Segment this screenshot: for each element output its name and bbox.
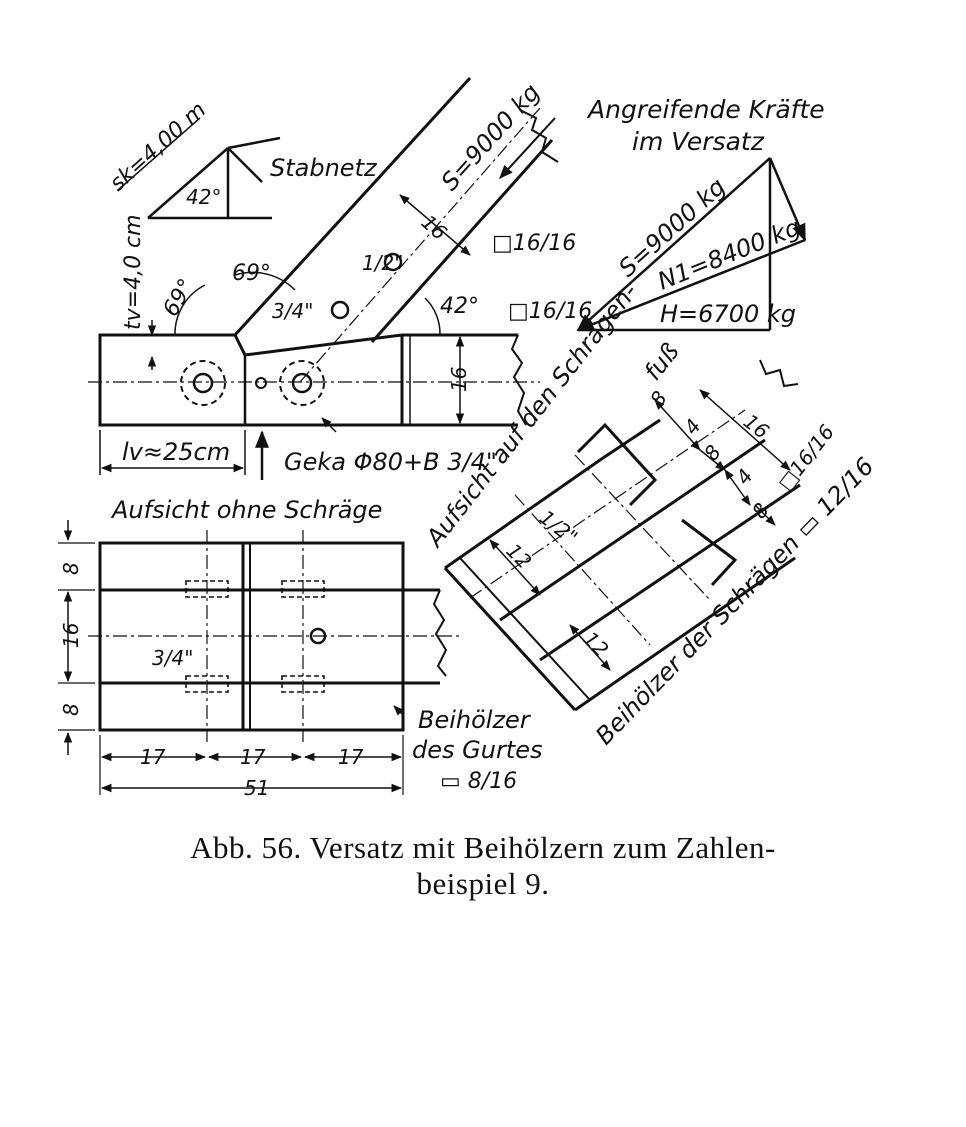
plan-chord-view — [58, 520, 462, 795]
diag-dim-c: 16 — [739, 409, 774, 444]
diag-dim-a: 8 — [645, 386, 672, 411]
diag-dim-b: 4 — [679, 414, 706, 439]
chord-note-line3: ▭ 8/16 — [440, 769, 517, 794]
plan-dim-top: 8 — [59, 562, 83, 575]
plan-dim-seg1: 17 — [140, 745, 166, 769]
plan-chord-title: Aufsicht ohne Schräge — [110, 496, 382, 524]
bolt-three-quarter-label: 3/4" — [272, 299, 313, 323]
plan-dim-seg2: 17 — [240, 745, 266, 769]
plan-dim-bottom: 8 — [59, 703, 83, 716]
diag-note: Beihölzer der Schrägen ▭ 12/16 — [590, 452, 879, 750]
plan-bolt-label: 3/4" — [152, 646, 193, 670]
angle-top-label: 42° — [440, 294, 479, 319]
diag-plan-title-line2: fuß — [639, 338, 685, 386]
angle-right-label: 69° — [232, 261, 271, 286]
depth-label: tv=4,0 cm — [121, 214, 146, 330]
plan-dim-seg3: 17 — [338, 745, 364, 769]
bolt-half-label: 1/2" — [362, 251, 403, 275]
diag-dim-e: 4 — [731, 464, 758, 489]
plan-diagonal-view — [443, 359, 801, 712]
stabnetz-angle-label: 42° — [186, 185, 221, 209]
stabnetz-sketch — [117, 117, 281, 220]
diagonal-dim-label: 16 — [417, 210, 452, 245]
connector-label: Geka Φ80+B 3/4" — [284, 448, 497, 476]
caption-line2: beispiel 9. — [416, 866, 550, 901]
length-dim-label: lv≈25cm — [122, 438, 230, 466]
stabnetz-title: Stabnetz — [270, 154, 378, 182]
stabnetz-length-label: sk=4,00 m — [105, 98, 211, 197]
chord-section-label: □16/16 — [508, 299, 592, 324]
diag-dim-d: 8 — [699, 440, 726, 465]
forces-title-line2: im Versatz — [632, 127, 765, 156]
plan-dim-mid: 16 — [59, 623, 83, 648]
force-triangle — [576, 157, 807, 332]
height-dim-label: 16 — [447, 367, 471, 392]
chord-note-line2: des Gurtes — [412, 736, 543, 764]
caption-line1: Abb. 56. Versatz mit Beihölzern zum Zahl… — [190, 830, 776, 865]
forces-title-line1: Angreifende Kräfte — [586, 95, 825, 124]
plan-dim-total: 51 — [244, 776, 269, 800]
diagonal-section-label: □16/16 — [492, 231, 576, 256]
angle-left-label: 69° — [159, 275, 200, 321]
force-h-label: H=6700 kg — [660, 300, 796, 328]
diag-dim-12a: 12 — [501, 539, 536, 574]
elevation-view — [88, 76, 559, 480]
chord-note-line1: Beihölzer — [418, 706, 532, 734]
diag-bolt-label: 1/2" — [535, 505, 582, 549]
